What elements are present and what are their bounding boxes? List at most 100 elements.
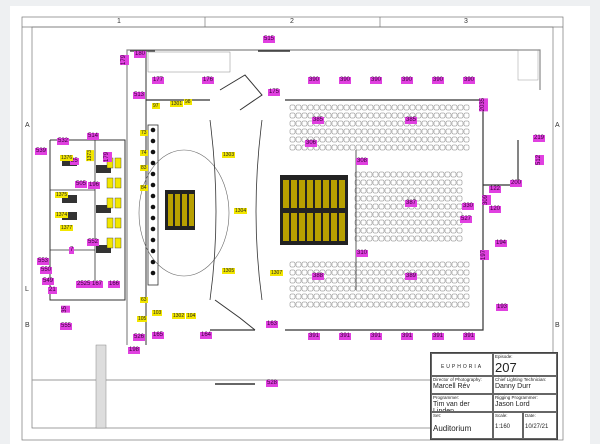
audience-seat bbox=[361, 120, 368, 127]
audience-seat bbox=[337, 128, 344, 135]
fixture-label-magenta: 527 bbox=[460, 216, 473, 223]
audience-seat bbox=[337, 112, 344, 119]
dop-value: Marcell Rév bbox=[433, 383, 470, 390]
audience-seat bbox=[427, 269, 434, 276]
audience-seat bbox=[360, 227, 367, 234]
audience-seat bbox=[325, 293, 332, 300]
audience-seat bbox=[403, 104, 410, 111]
audience-seat bbox=[307, 277, 314, 284]
stair-box bbox=[517, 49, 539, 81]
audience-seat bbox=[421, 277, 428, 284]
fixture-label-magenta: 200 bbox=[510, 180, 523, 187]
grid-row-b-left: B bbox=[25, 322, 30, 329]
audience-seat bbox=[421, 112, 428, 119]
audience-seat bbox=[438, 227, 445, 234]
audience-seat bbox=[289, 120, 296, 127]
audience-seat bbox=[349, 261, 356, 268]
audience-seat bbox=[397, 136, 404, 143]
audience-seat bbox=[403, 144, 410, 151]
audience-seat bbox=[295, 120, 302, 127]
audience-seat bbox=[433, 301, 440, 308]
audience-seat bbox=[361, 261, 368, 268]
audience-seat bbox=[391, 128, 398, 135]
audience-seat bbox=[445, 104, 452, 111]
audience-seat bbox=[408, 179, 415, 186]
audience-seat bbox=[349, 128, 356, 135]
equipment-cart bbox=[96, 165, 111, 173]
audience-seat bbox=[433, 261, 440, 268]
audience-seat bbox=[372, 211, 379, 218]
fixture-label-yellow: 104 bbox=[186, 313, 197, 319]
audience-seat bbox=[433, 112, 440, 119]
audience-seat bbox=[301, 104, 308, 111]
audience-seat bbox=[421, 301, 428, 308]
dop-label: Director of Photography: bbox=[433, 377, 482, 382]
audience-seat bbox=[415, 293, 422, 300]
audience-seat bbox=[373, 104, 380, 111]
audience-seat bbox=[426, 219, 433, 226]
audience-seat bbox=[355, 269, 362, 276]
outer-frame bbox=[21, 16, 564, 441]
audience-seat bbox=[307, 293, 314, 300]
audience-seat bbox=[372, 179, 379, 186]
audience-seat bbox=[397, 144, 404, 151]
audience-seat bbox=[444, 219, 451, 226]
audience-seat bbox=[367, 301, 374, 308]
audience-seat bbox=[361, 104, 368, 111]
fixture-label-magenta: 179 bbox=[103, 152, 112, 163]
audience-seat bbox=[361, 277, 368, 284]
lamp-fixture bbox=[106, 237, 114, 249]
audience-seat bbox=[379, 128, 386, 135]
equipment-cart bbox=[62, 158, 77, 166]
house-truss-pod bbox=[280, 175, 348, 245]
fixture-label-yellow: 1377 bbox=[60, 225, 74, 231]
audience-seat bbox=[403, 136, 410, 143]
audience-seat bbox=[295, 277, 302, 284]
audience-seat bbox=[432, 235, 439, 242]
audience-seat bbox=[409, 136, 416, 143]
audience-seat bbox=[396, 171, 403, 178]
audience-seat bbox=[373, 112, 380, 119]
audience-seat bbox=[325, 277, 332, 284]
audience-seat bbox=[463, 120, 470, 127]
audience-seat bbox=[421, 261, 428, 268]
episode-value: 207 bbox=[495, 360, 517, 375]
fixture-label-magenta: 391 bbox=[401, 333, 414, 340]
audience-seat bbox=[372, 195, 379, 202]
center-fixture bbox=[168, 194, 173, 226]
audience-seat bbox=[463, 136, 470, 143]
audience-seat bbox=[457, 136, 464, 143]
audience-seat bbox=[457, 104, 464, 111]
audience-seat bbox=[397, 277, 404, 284]
moving-light bbox=[150, 182, 156, 188]
audience-seat bbox=[289, 128, 296, 135]
room-box bbox=[147, 51, 231, 73]
audience-seat bbox=[337, 261, 344, 268]
audience-seat bbox=[421, 104, 428, 111]
fixture-label-magenta: 550 bbox=[40, 267, 53, 274]
audience-seat bbox=[439, 277, 446, 284]
audience-seat bbox=[295, 285, 302, 292]
audience-seat bbox=[439, 301, 446, 308]
fixture-label-magenta: 539 bbox=[35, 148, 48, 155]
audience-seat bbox=[361, 136, 368, 143]
date-cell: Date: 10/27/21 bbox=[523, 412, 557, 439]
audience-seat bbox=[433, 285, 440, 292]
audience-seat bbox=[409, 128, 416, 135]
audience-seat bbox=[450, 179, 457, 186]
house-fixture bbox=[283, 213, 289, 241]
audience-seat bbox=[433, 269, 440, 276]
audience-seat bbox=[439, 285, 446, 292]
lamp-fixture bbox=[114, 237, 122, 249]
audience-seat bbox=[331, 112, 338, 119]
audience-seat bbox=[433, 104, 440, 111]
audience-seat bbox=[325, 128, 332, 135]
audience-seat bbox=[367, 261, 374, 268]
audience-seat bbox=[325, 301, 332, 308]
audience-seat bbox=[421, 144, 428, 151]
audience-seat bbox=[439, 144, 446, 151]
audience-seat bbox=[289, 269, 296, 276]
audience-seat bbox=[390, 219, 397, 226]
audience-seat bbox=[379, 301, 386, 308]
fixture-label-magenta: 2525 bbox=[76, 281, 92, 288]
